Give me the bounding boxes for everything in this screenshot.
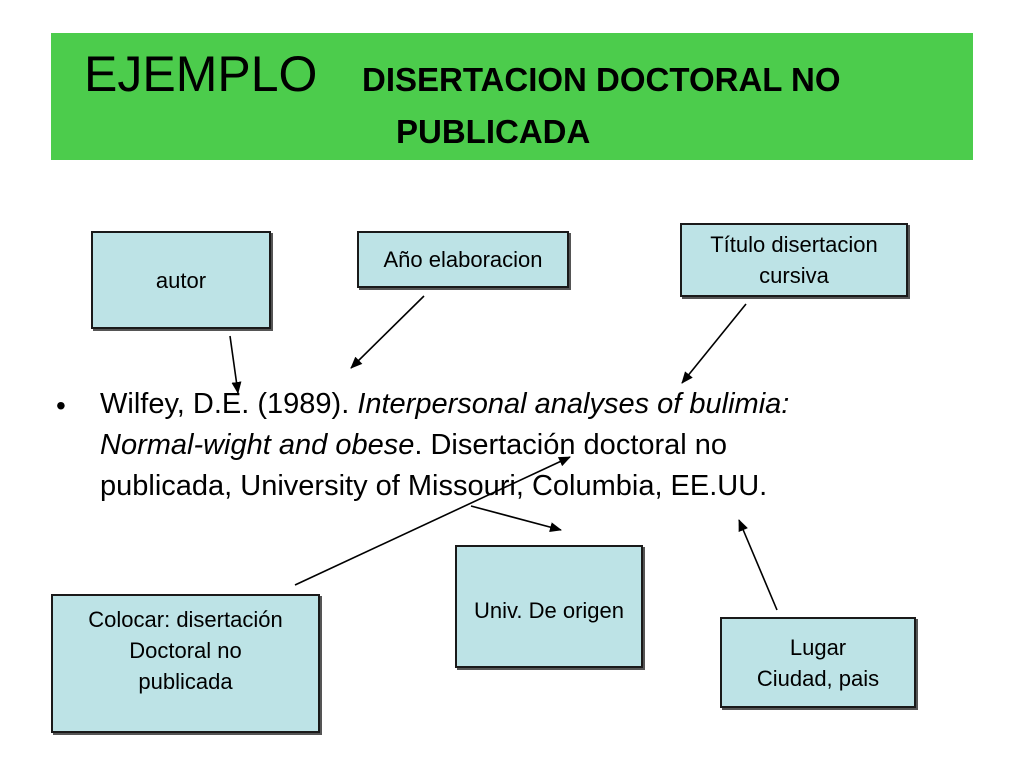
citation-title-part1: Interpersonal analyses of bulimia: [357,388,790,420]
arrow-colocar [294,456,571,586]
label-colocar-text: Colocar: disertación Doctoral no publica… [88,607,283,694]
label-box-univ: Univ. De origen [455,545,643,668]
arrow-lugar [738,519,778,611]
label-autor-text: autor [155,267,207,293]
citation-line-3: publicada, University of Missouri, Colum… [100,466,960,507]
arrow-titulo [681,303,747,384]
label-lugar-text: Lugar Ciudad, pais [756,634,880,691]
label-box-autor: autor [91,231,271,329]
label-titulo-text: Título disertacion cursiva [710,232,878,288]
citation-text: Wilfey, D.E. (1989). Interpersonal analy… [100,384,960,507]
arrow-univ [470,505,562,532]
title-banner [51,33,973,160]
citation-line-2: Normal-wight and obese. Disertación doct… [100,425,960,466]
label-anio-text: Año elaboracion [383,247,543,272]
bullet-marker: • [56,390,66,421]
citation-line-1: Wilfey, D.E. (1989). Interpersonal analy… [100,384,960,425]
arrow-autor [229,335,242,394]
arrow-anio [350,295,425,369]
label-box-anio: Año elaboracion [357,231,569,288]
title-main: EJEMPLO [84,46,318,102]
title-subtitle-line2: PUBLICADA [396,113,591,150]
citation-type: . Disertación doctoral no [414,429,728,461]
citation-author-year: Wilfey, D.E. (1989). [100,388,358,420]
label-box-lugar: Lugar Ciudad, pais [720,617,916,708]
label-box-colocar: Colocar: disertación Doctoral no publica… [51,594,320,733]
title-subtitle-line1: DISERTACION DOCTORAL NO [362,61,841,98]
citation-title-part2: Normal-wight and obese [100,429,415,461]
citation-institution-place: publicada, University of Missouri, Colum… [100,470,768,502]
label-univ-text: Univ. De origen [474,598,624,623]
label-box-titulo: Título disertacion cursiva [680,223,908,297]
